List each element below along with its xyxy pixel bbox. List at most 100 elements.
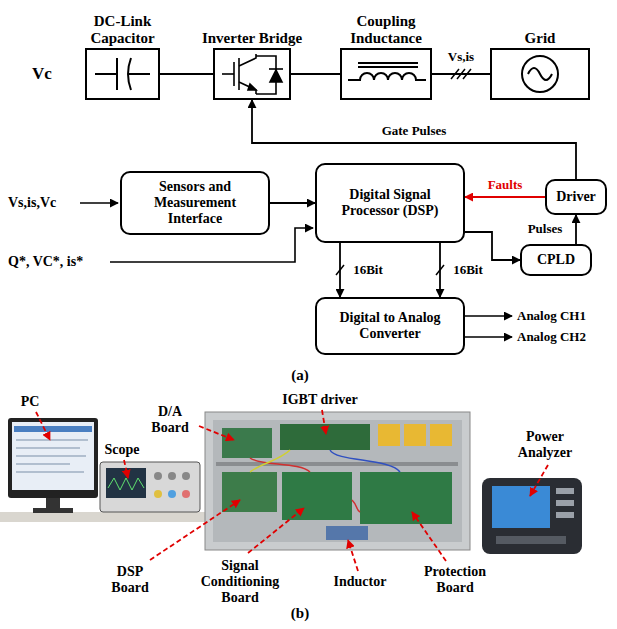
part-name: IGBT driver — [282, 392, 358, 408]
process-box: Sensors and Measurement Interface — [120, 171, 270, 235]
scope-trace — [108, 478, 144, 490]
part-name: Protection Board — [413, 564, 497, 596]
connector — [436, 243, 444, 297]
leader-line — [412, 512, 446, 561]
monitor-screen — [12, 422, 94, 490]
source-circle — [522, 56, 558, 92]
box-text: Digital to Analog Converter — [325, 310, 455, 342]
component-box: Coupling Inductance — [340, 48, 432, 100]
part-name: Power Analyzer — [505, 429, 585, 461]
channel — [238, 58, 240, 90]
din-rail — [216, 462, 458, 466]
wire — [250, 458, 310, 472]
component-heading: DC-Link Capacitor — [70, 13, 176, 47]
component-box: DC-Link Capacitor — [85, 48, 160, 100]
coil — [348, 73, 426, 80]
da-board — [222, 428, 272, 458]
collector — [239, 54, 256, 66]
bus-tick — [436, 265, 444, 275]
signal-name: Q*, VC*, is* — [8, 254, 83, 270]
gate — [233, 62, 235, 86]
component-heading: Inverter Bridge — [199, 30, 305, 47]
leader-line — [248, 508, 304, 553]
sine — [528, 68, 552, 80]
cabinet — [205, 412, 470, 550]
screen-lines — [16, 440, 88, 472]
window-bar — [14, 426, 92, 432]
connector — [160, 74, 213, 75]
analyzer-button — [556, 500, 574, 506]
part-name: Scope — [105, 442, 140, 458]
core — [358, 62, 418, 64]
box-text: Sensors and Measurement Interface — [130, 179, 260, 227]
connector-line — [291, 73, 340, 75]
capacitor-block — [430, 424, 452, 446]
connector — [465, 197, 545, 198]
leader-line — [124, 460, 128, 478]
protection-board — [360, 472, 452, 524]
part-name: DSP Board — [99, 564, 161, 596]
diode — [270, 70, 282, 82]
connector-line — [465, 196, 545, 198]
connector-label: 16Bit — [451, 263, 485, 278]
output-arrow — [465, 336, 512, 338]
wire — [250, 450, 290, 472]
emitter-arrow — [248, 84, 256, 90]
connector-line — [270, 202, 315, 204]
part-name: Signal Conditioning Board — [193, 558, 287, 606]
connector-label: Pulses — [526, 222, 565, 237]
signal-name: Vc — [32, 64, 52, 84]
analyzer-keys — [496, 536, 566, 544]
diode-bar — [269, 68, 283, 70]
process-box: Digital Signal Processor (DSP) — [315, 163, 465, 243]
knob — [182, 490, 190, 498]
leader-line — [150, 500, 240, 560]
connector-label: Gate Pulses — [380, 124, 449, 139]
connector — [465, 232, 520, 260]
text-line — [16, 464, 70, 465]
gate-lead — [222, 73, 234, 75]
knob — [154, 490, 162, 498]
leader-line — [199, 426, 234, 440]
leader-line — [530, 465, 548, 496]
knob — [168, 472, 176, 480]
leader-line — [36, 412, 50, 440]
text-line — [16, 472, 84, 473]
power-analyzer — [482, 478, 582, 554]
leader-lines — [36, 410, 548, 571]
connector-label: Vs,is — [446, 50, 476, 65]
component-heading: Coupling Inductance — [333, 13, 439, 47]
connector-line — [465, 232, 520, 260]
leader-line — [348, 540, 358, 571]
lead — [95, 73, 117, 75]
connector — [291, 74, 340, 75]
wire — [330, 450, 400, 472]
plate — [116, 58, 118, 90]
input-arrow — [80, 202, 118, 204]
cabinet-wires — [250, 450, 400, 512]
capacitor-block — [404, 424, 426, 446]
oscilloscope — [100, 462, 200, 512]
knob — [154, 472, 162, 480]
component-box: Grid — [490, 48, 590, 100]
channel-name: Analog CH2 — [517, 330, 586, 345]
bus-tick — [463, 69, 471, 79]
text-line — [16, 448, 80, 449]
analyzer-button — [556, 488, 574, 494]
channel-name: Analog CH1 — [517, 309, 586, 324]
connector-label: 16Bit — [351, 263, 385, 278]
wire — [352, 500, 360, 512]
text-line — [16, 440, 88, 441]
output-arrow — [465, 315, 512, 317]
box-text: CPLD — [537, 252, 575, 268]
connector-label: Faults — [486, 178, 525, 193]
analyzer-screen — [492, 486, 550, 528]
lead — [128, 73, 150, 75]
signal-conditioning-board — [282, 472, 352, 520]
box-text: Digital Signal Processor (DSP) — [325, 187, 455, 219]
connector-line — [575, 215, 577, 244]
component-box: Inverter Bridge — [213, 48, 291, 100]
process-box: Driver — [545, 179, 607, 215]
